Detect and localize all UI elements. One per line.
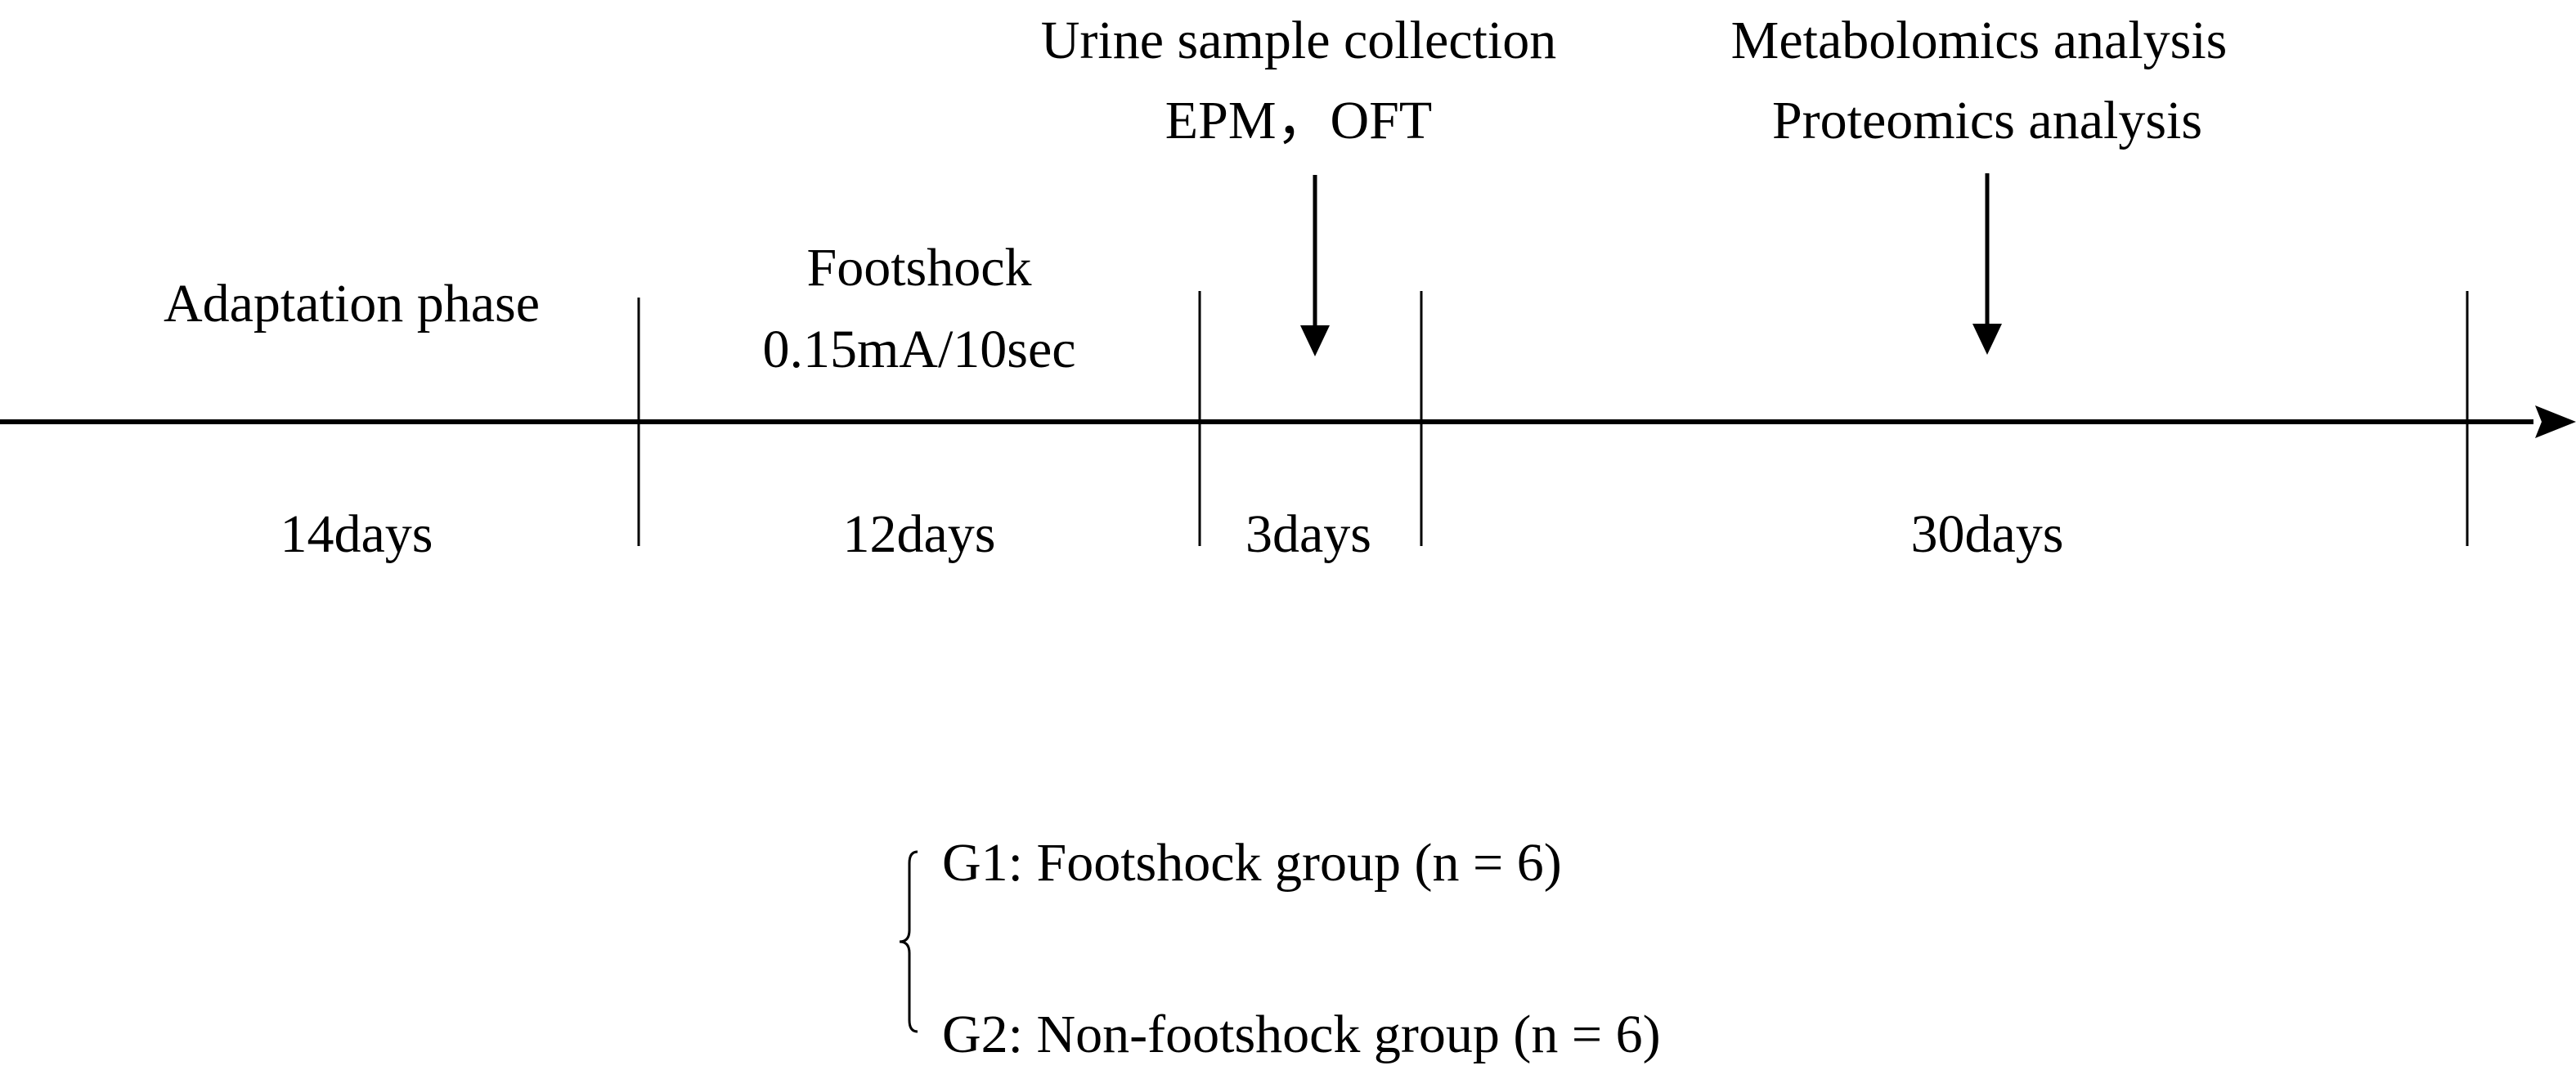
timeline-arrowhead: [2535, 405, 2576, 438]
omics-analysis-arrowhead: [1972, 324, 2002, 355]
urine-collection-arrowhead: [1300, 325, 1330, 356]
proteomics-analysis-label: Proteomics analysis: [1771, 91, 2203, 150]
duration-30days: 30days: [1910, 504, 2064, 564]
footshock-phase-label: Footshock: [806, 238, 1032, 298]
group-brace: [899, 850, 918, 1033]
duration-12days: 12days: [842, 504, 996, 564]
duration-14days: 14days: [280, 504, 433, 564]
metabolomics-analysis-label: Metabolomics analysis: [1730, 11, 2228, 70]
group-g2-label: G2: Non-footshock group (n = 6): [942, 1005, 1661, 1064]
duration-3days: 3days: [1245, 504, 1371, 564]
adaptation-phase-label: Adaptation phase: [163, 274, 541, 334]
group-g1-label: G1: Footshock group (n = 6): [942, 833, 1562, 893]
urine-collection-label: Urine sample collection: [1040, 11, 1557, 70]
behavior-tests-label: EPM，OFT: [1165, 91, 1433, 150]
footshock-phase-parameters: 0.15mA/10sec: [762, 320, 1076, 379]
